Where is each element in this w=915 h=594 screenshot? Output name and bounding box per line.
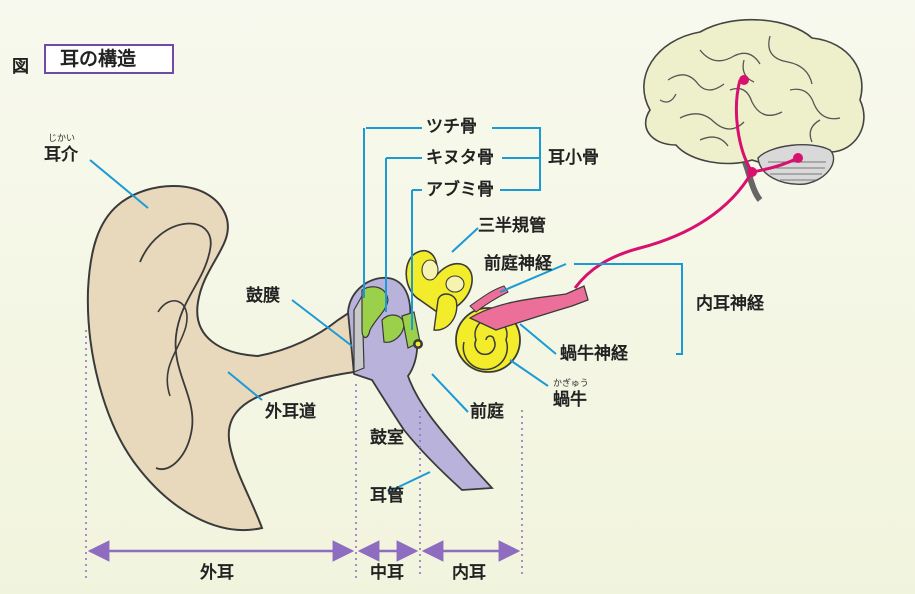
section-middle-ear: 中耳 xyxy=(370,565,404,582)
label-eardrum: 鼓膜 xyxy=(246,288,280,305)
label-auricle: 耳介 xyxy=(44,147,78,164)
auricle-shape xyxy=(88,186,354,530)
figure-title: 耳の構造 xyxy=(44,44,174,74)
cochlea-reading: かぎゅう xyxy=(553,380,589,389)
label-ear-canal: 外耳道 xyxy=(265,404,316,421)
label-cochlear-nerve: 蝸牛神経 xyxy=(560,346,628,363)
label-vestibular-nerve: 前庭神経 xyxy=(484,256,552,273)
label-tympanic-cavity: 鼓室 xyxy=(370,430,404,447)
figure-tag: 図 xyxy=(12,52,29,77)
label-ossicles: 耳小骨 xyxy=(548,150,599,167)
section-outer-ear: 外耳 xyxy=(200,565,234,582)
label-cochlea: 蝸牛 xyxy=(553,392,587,409)
label-auditory-nerve: 内耳神経 xyxy=(696,296,764,313)
label-semicircular-canals: 三半規管 xyxy=(478,218,546,235)
auricle-reading: じかい xyxy=(48,135,75,144)
label-incus: キヌタ骨 xyxy=(426,150,494,167)
label-eustachian-tube: 耳管 xyxy=(370,488,404,505)
label-malleus: ツチ骨 xyxy=(426,119,477,136)
label-vestibule: 前庭 xyxy=(470,404,504,421)
section-inner-ear: 内耳 xyxy=(452,565,486,582)
label-stapes: アブミ骨 xyxy=(426,182,494,199)
